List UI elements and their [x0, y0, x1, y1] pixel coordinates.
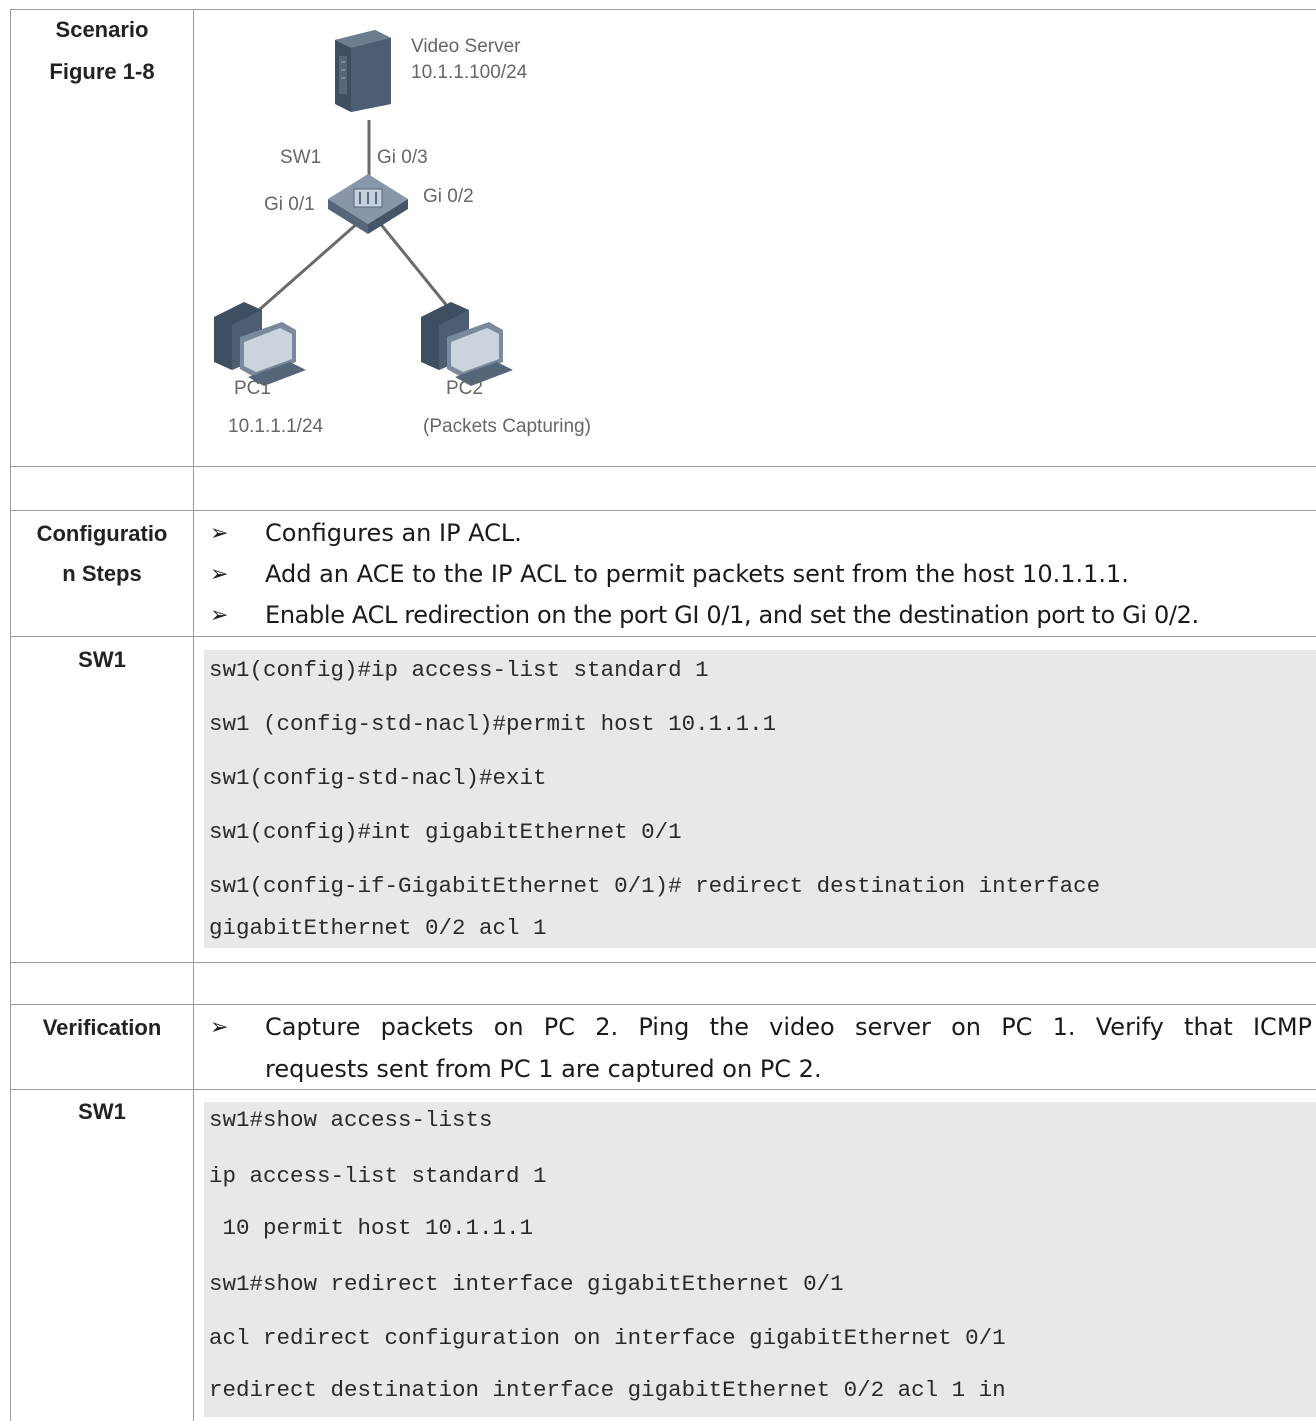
code-line: sw1(config-std-nacl)#exit — [209, 765, 547, 791]
row-divider — [10, 1004, 1316, 1005]
switch-icon — [328, 174, 408, 234]
pc1-name-label: PC1 — [234, 378, 271, 399]
code-line: sw1 (config-std-nacl)#permit host 10.1.1… — [209, 711, 777, 737]
port-gi01-label: Gi 0/1 — [264, 194, 315, 215]
code-line: sw1(config)#ip access-list standard 1 — [209, 657, 709, 683]
code-line: ip access-list standard 1 — [209, 1163, 547, 1189]
config-code-block: sw1(config)#ip access-list standard 1 sw… — [204, 650, 1316, 948]
column-divider — [193, 9, 194, 1421]
scenario-label: Scenario Figure 1-8 — [11, 10, 193, 94]
pc2-computer-icon — [421, 302, 513, 386]
server-name-label: Video Server — [411, 36, 521, 57]
verify-code-block: sw1#show access-lists ip access-list sta… — [204, 1102, 1316, 1417]
row-divider — [10, 962, 1316, 963]
bullet-arrow-icon: ➢ — [210, 562, 229, 587]
link-switch-pc1 — [250, 220, 360, 319]
pc2-note-label: (Packets Capturing) — [423, 416, 591, 437]
bullet-arrow-icon: ➢ — [210, 603, 229, 628]
row-divider — [10, 466, 1316, 467]
configuration-steps-list: ➢ Configures an IP ACL. ➢ Add an ACE to … — [210, 513, 1310, 636]
code-line: gigabitEthernet 0/2 acl 1 — [209, 915, 547, 941]
code-line: sw1(config-if-GigabitEthernet 0/1)# redi… — [209, 873, 1101, 899]
pc2-name-label: PC2 — [446, 378, 483, 399]
pc1-ip-label: 10.1.1.1/24 — [228, 416, 324, 437]
step-text: Add an ACE to the IP ACL to permit packe… — [265, 560, 1129, 588]
port-gi02-label: Gi 0/2 — [423, 186, 474, 207]
code-line: 10 permit host 10.1.1.1 — [209, 1215, 534, 1241]
row-divider — [10, 1089, 1316, 1090]
link-switch-pc2 — [377, 221, 458, 318]
server-ip-label: 10.1.1.100/24 — [411, 62, 528, 83]
verify-device-label-text: SW1 — [78, 1099, 126, 1124]
row-divider — [10, 636, 1316, 637]
code-line: acl redirect configuration on interface … — [209, 1325, 1006, 1351]
table-border-top — [10, 9, 1316, 10]
configuration-steps-label: Configuratio n Steps — [11, 514, 193, 594]
code-line: sw1#show access-lists — [209, 1107, 493, 1133]
config-device-label-text: SW1 — [78, 647, 126, 672]
step-text: Enable ACL redirection on the port GI 0/… — [265, 601, 1199, 629]
code-line: sw1(config)#int gigabitEthernet 0/1 — [209, 819, 682, 845]
network-topology-diagram: Video Server 10.1.1.100/24 SW1 Gi 0/3 Gi… — [196, 12, 696, 464]
switch-name-label: SW1 — [280, 147, 322, 168]
list-item: ➢ Capture packets on PC 2. Ping the vide… — [210, 1007, 1312, 1048]
table-border-left — [10, 9, 11, 1421]
verification-text-line2: requests sent from PC 1 are captured on … — [265, 1055, 822, 1083]
topology-graphics — [214, 30, 513, 386]
list-item: ➢ Enable ACL redirection on the port GI … — [210, 595, 1310, 636]
configuration-label-line2: n Steps — [62, 561, 142, 586]
list-item-continuation: requests sent from PC 1 are captured on … — [210, 1048, 1312, 1090]
bullet-arrow-icon: ➢ — [210, 521, 229, 546]
pc1-computer-icon — [214, 302, 306, 386]
code-line: redirect destination interface gigabitEt… — [209, 1377, 1006, 1403]
config-device-label: SW1 — [11, 640, 193, 680]
scenario-label-line1: Scenario — [55, 17, 149, 42]
configuration-label-line1: Configuratio — [36, 521, 168, 546]
code-line: sw1#show redirect interface gigabitEther… — [209, 1271, 844, 1297]
row-divider — [10, 510, 1316, 511]
verification-text-line1: Capture packets on PC 2. Ping the video … — [265, 1013, 1312, 1041]
verification-label-text: Verification — [42, 1015, 162, 1040]
step-text: Configures an IP ACL. — [265, 519, 522, 547]
verification-steps-list: ➢ Capture packets on PC 2. Ping the vide… — [210, 1007, 1312, 1090]
list-item: ➢ Configures an IP ACL. — [210, 513, 1310, 554]
verify-device-label: SW1 — [11, 1092, 193, 1132]
port-gi03-label: Gi 0/3 — [377, 147, 428, 168]
bullet-arrow-icon: ➢ — [210, 1015, 229, 1040]
verification-label: Verification — [11, 1008, 193, 1048]
server-icon — [335, 30, 391, 112]
list-item: ➢ Add an ACE to the IP ACL to permit pac… — [210, 554, 1310, 595]
scenario-label-line2: Figure 1-8 — [49, 59, 155, 84]
